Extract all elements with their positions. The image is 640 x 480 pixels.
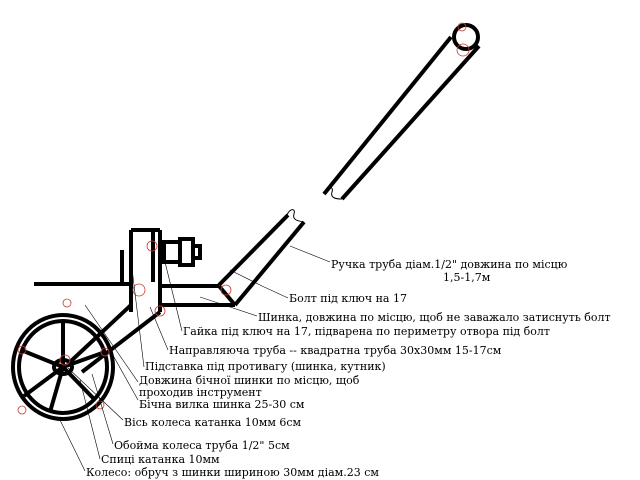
wheel-hub [52,358,74,376]
clamp-plate [129,228,162,312]
tool-drawing [11,22,481,421]
label-side-fork: Бічна вилка шинка 25-30 см [139,398,305,411]
label-handle-tube: Ручка труба діам.1/2" довжина по місцю [331,258,568,271]
label-guide-tube: Направляюча труба -- квадратна труба 30х… [169,344,502,357]
label-side-rod-length-2: проходив інструмент [139,386,262,399]
guide-tube [160,284,237,307]
label-rod-length: Шинка, довжина по місцю, щоб не заважало… [258,311,611,324]
label-counterweight-stand: Підставка під противагу (шинка, кутник) [145,360,386,373]
labels: Ручка труба діам.1/2" довжина по місцю 1… [86,258,611,479]
label-bolt-key: Болт під ключ на 17 [289,292,407,305]
label-nut-welded: Гайка під ключ на 17, підварена по перим… [183,325,550,338]
label-wheel-hub: Обойма колеса труба 1/2" 5см [114,439,290,452]
wheel-rim [11,313,115,421]
handle-tube-upper [322,35,481,201]
bolt [162,237,202,267]
label-handle-length: 1,5-1,7м [443,271,491,284]
counterweight-stand [34,250,131,286]
wheel [11,313,115,421]
handle-ring [452,23,480,51]
label-wheel-axle: Вісь колеса катанка 10мм 6см [124,416,302,429]
label-wheel-rim: Колесо: обруч з шинки шириною 30мм діам.… [86,466,379,479]
label-spokes: Спиці катанка 10мм [101,453,220,466]
handle-tube-lower [217,213,306,307]
handle-break-marks [286,187,343,223]
leader-lines [59,245,331,472]
label-side-rod-length: Довжина бічної шинки по місцю, щоб [139,374,360,387]
